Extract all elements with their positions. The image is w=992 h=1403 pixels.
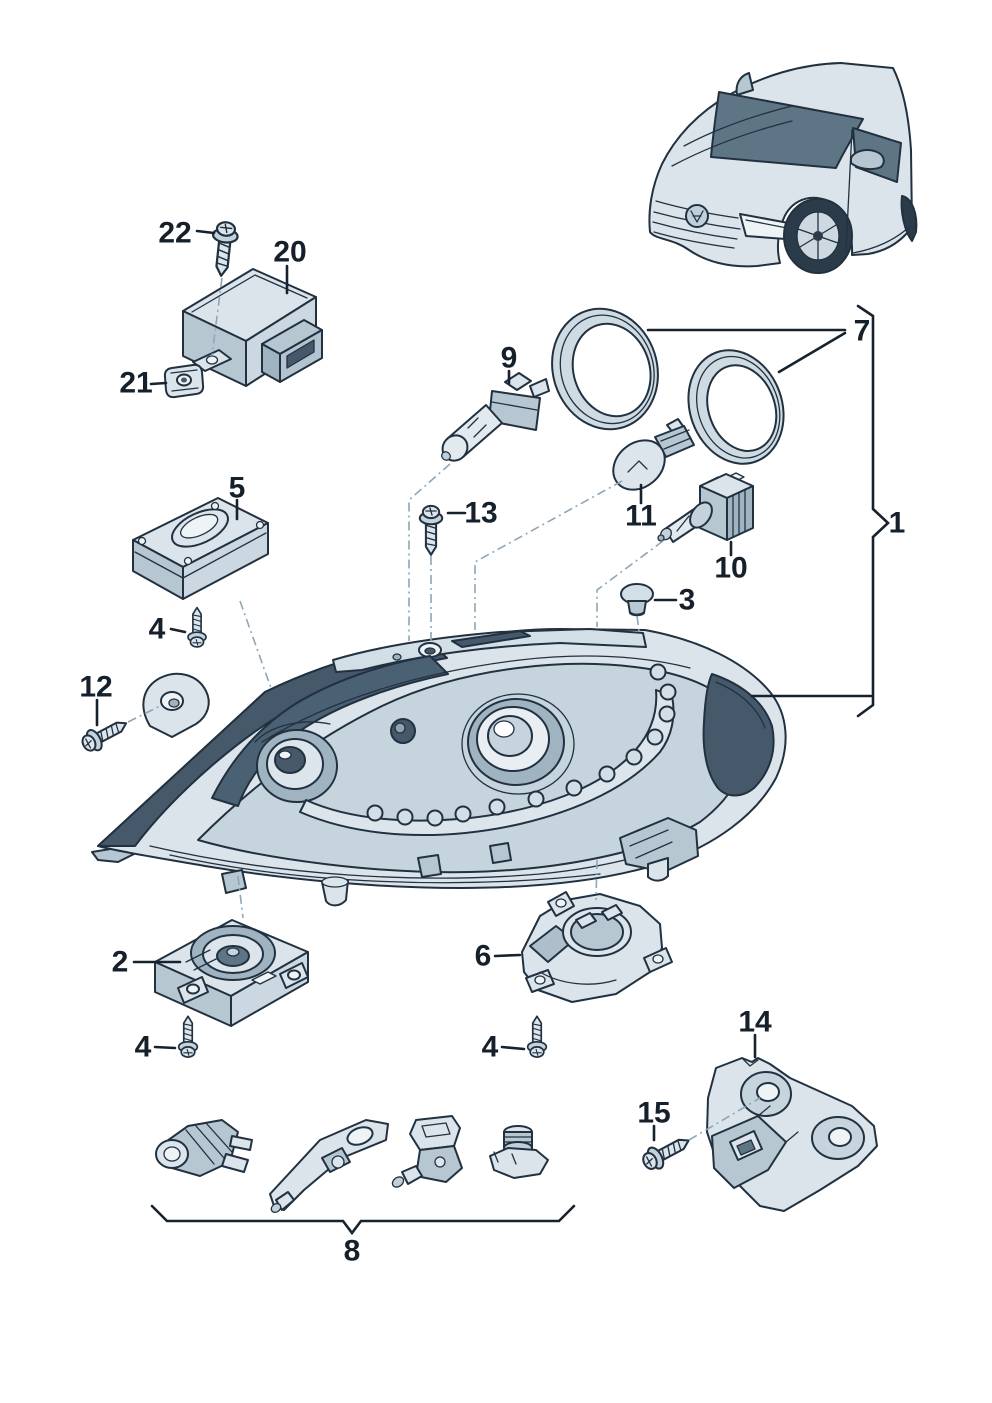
callout-1: 1: [889, 507, 906, 540]
screw-15-illustration: [638, 1129, 695, 1176]
kit-part-holder: [391, 1115, 463, 1188]
repair-kit-8-illustration: [155, 1115, 549, 1214]
callout-21: 21: [119, 367, 152, 400]
clip-21-illustration: [163, 363, 205, 399]
kit-part-grommet: [489, 1125, 549, 1179]
callout-lines: [95, 229, 890, 1236]
callout-11: 11: [625, 500, 657, 533]
vehicle-illustration: [648, 62, 918, 274]
trim-ring-7a-illustration: [551, 307, 659, 431]
side-mirror: [850, 149, 885, 171]
group-bracket-1: [856, 304, 890, 718]
screw-13-illustration: [418, 504, 444, 556]
bracket-14-illustration: [706, 1057, 878, 1212]
callout-10: 10: [714, 552, 747, 585]
screw-4a-illustration: [187, 606, 207, 648]
group-brace-8: [150, 1204, 576, 1236]
callout-6: 6: [475, 940, 492, 973]
callout-13: 13: [464, 497, 497, 530]
callout-4a: 4: [149, 613, 166, 646]
callout-14: 14: [738, 1006, 772, 1039]
kit-part-socket: [155, 1119, 253, 1177]
callout-4c: 4: [482, 1031, 499, 1064]
control-unit-20-illustration: [182, 268, 323, 387]
callout-22: 22: [158, 217, 191, 250]
callout-15: 15: [637, 1097, 670, 1130]
screw-22-illustration: [207, 219, 241, 279]
ballast-module-2-illustration: [154, 919, 309, 1027]
callout-8: 8: [344, 1235, 361, 1268]
callout-5: 5: [229, 472, 246, 505]
callout-20: 20: [273, 236, 306, 269]
screw-4b-illustration: [177, 1015, 199, 1058]
kit-part-wing-bracket: [269, 1119, 389, 1214]
led-dot-strip: [366, 663, 677, 827]
xenon-bulb-10-illustration: [657, 472, 754, 543]
callout-labels: 22 20 21 9 7 13 5 11 10 3 4 12 1 2 6 4 4…: [79, 217, 905, 1268]
headlight-assembly-1-illustration: [91, 628, 787, 907]
roof-antenna: [735, 72, 754, 96]
halogen-bulb-9-illustration: [441, 372, 550, 462]
igniter-module-6-illustration: [521, 891, 673, 1003]
callout-9: 9: [501, 342, 518, 375]
led-module-5-illustration: [132, 497, 269, 600]
assembly-leader-lines: [127, 277, 761, 1141]
callout-4b: 4: [135, 1031, 152, 1064]
trim-ring-7b-illustration: [687, 349, 785, 465]
callout-2: 2: [112, 946, 129, 979]
callout-3: 3: [679, 584, 696, 617]
screw-12-illustration: [77, 712, 133, 757]
cap-3-illustration: [620, 583, 654, 617]
screw-4c-illustration: [526, 1015, 548, 1058]
callout-12: 12: [79, 671, 112, 704]
callout-7: 7: [854, 315, 871, 348]
bulb-11-illustration: [612, 418, 695, 491]
